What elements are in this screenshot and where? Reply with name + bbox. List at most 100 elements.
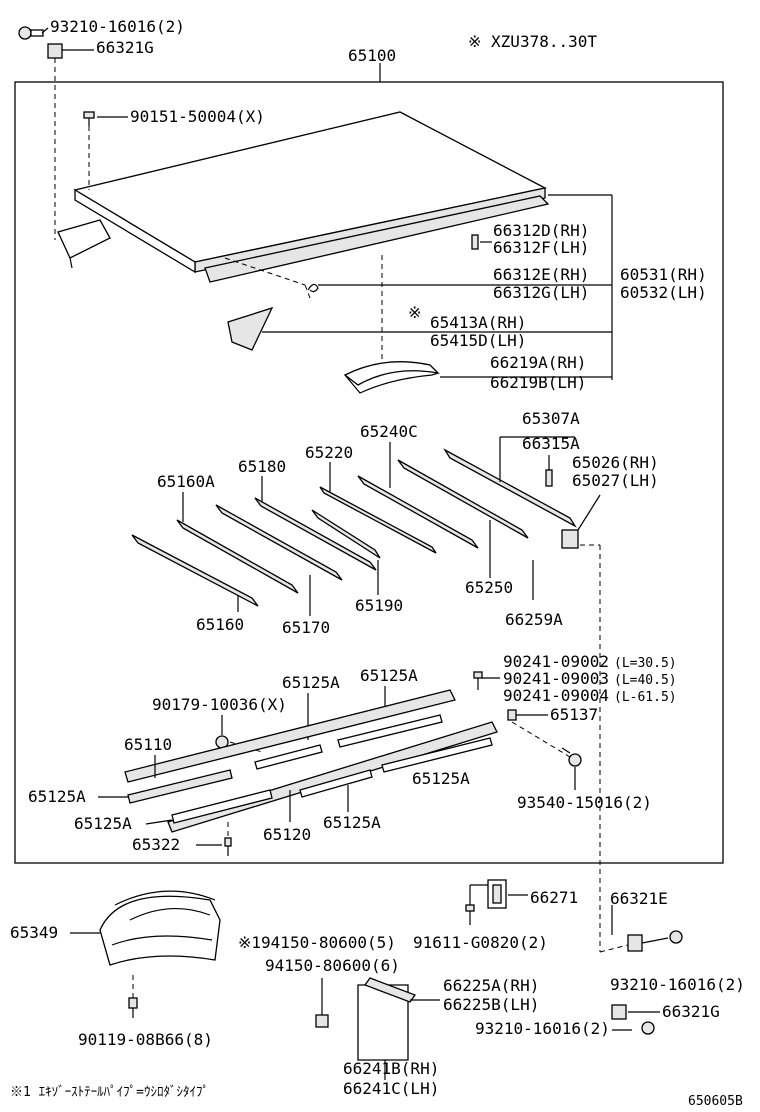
crossmember-65250 xyxy=(397,459,529,539)
label-66312d: 66312D(RH) xyxy=(493,221,589,240)
crossmember-65307a xyxy=(443,448,577,528)
pad-strip-b xyxy=(337,714,443,748)
rail-65110-lower xyxy=(127,769,233,804)
label-66225a: 66225A(RH) xyxy=(443,976,539,995)
diagram-code: 650605B xyxy=(688,1094,743,1109)
crossmember-65160 xyxy=(131,534,259,607)
bolt-66315a-icon xyxy=(545,469,553,487)
label-65125a-1: 65125A xyxy=(282,673,340,692)
label-90241-1: 90241-09002 xyxy=(503,652,609,671)
label-65120: 65120 xyxy=(263,825,311,844)
rail-65110 xyxy=(124,689,456,783)
nut-94150-icon xyxy=(315,1014,329,1028)
label-65160: 65160 xyxy=(196,615,244,634)
clip-hook-icon xyxy=(307,283,319,293)
label-93210-16016-top: 93210-16016(2) xyxy=(50,17,185,36)
label-66312g: 66312G(LH) xyxy=(493,283,589,302)
label-94150-80600-a: ※194150-80600(5) xyxy=(238,933,396,952)
label-65110: 65110 xyxy=(124,735,172,754)
label-66312f: 66312F(LH) xyxy=(493,238,589,257)
footnote: ※1 ｴｷｿﾞｰｽﾄﾃｰﾙﾊﾟｲﾌﾟ=ｳｼﾛﾀﾞｼﾀｲﾌﾟ xyxy=(10,1085,209,1100)
assembly-number: 65100 xyxy=(348,46,396,65)
bracket-66271 xyxy=(487,879,507,909)
label-65413a: 65413A(RH) xyxy=(430,313,526,332)
corner-bracket xyxy=(227,306,274,351)
crossmember-65170 xyxy=(215,504,343,581)
bolt-icon xyxy=(18,26,44,40)
label-66219b: 66219B(LH) xyxy=(490,373,586,392)
rail-65120-lower xyxy=(171,789,273,824)
crossmember-65240c xyxy=(357,475,479,549)
label-65027: 65027(LH) xyxy=(572,471,659,490)
nut-icon xyxy=(47,43,63,59)
label-65125a-6: 65125A xyxy=(323,813,381,832)
mudflap xyxy=(357,977,417,1061)
label-65307a: 65307A xyxy=(522,409,580,428)
label-66271: 66271 xyxy=(530,888,578,907)
pin-65322-icon xyxy=(224,837,232,856)
label-65220: 65220 xyxy=(305,443,353,462)
bracket-65026-icon xyxy=(561,529,579,549)
crossmember-65160a xyxy=(176,519,299,594)
support-frame xyxy=(343,361,440,394)
bolt-91611-icon xyxy=(465,904,475,925)
label-65026: 65026(RH) xyxy=(572,453,659,472)
label-66312e: 66312E(RH) xyxy=(493,265,589,284)
label-90241-3-length: (L-61.5) xyxy=(614,690,677,705)
nut-66321g-bottom-icon xyxy=(611,1004,627,1020)
bolt-93210-bottom-icon xyxy=(641,1021,655,1035)
label-65125a-5: 65125A xyxy=(74,814,132,833)
label-91611-g0820: 91611-G0820(2) xyxy=(413,933,548,952)
label-90241-1-length: (L=30.5) xyxy=(614,656,677,671)
clip-65137-icon xyxy=(507,709,517,721)
label-94150-80600-b: 94150-80600(6) xyxy=(265,956,400,975)
label-93210-16016-mid: 93210-16016(2) xyxy=(610,975,745,994)
label-66321e: 66321E xyxy=(610,889,668,908)
label-65322: 65322 xyxy=(132,835,180,854)
label-90151-50004: 90151-50004(X) xyxy=(130,107,265,126)
bolt-90119-icon xyxy=(128,997,138,1018)
label-66225b: 66225B(LH) xyxy=(443,995,539,1014)
model-note: ※ XZU378..30T xyxy=(468,32,597,51)
label-66241b: 66241B(RH) xyxy=(343,1059,439,1078)
label-93210-16016-bottom: 93210-16016(2) xyxy=(475,1019,610,1038)
bolt-93210-mid-icon xyxy=(669,930,683,944)
hinge-bracket xyxy=(57,219,111,259)
crossmember-65180 xyxy=(254,497,377,571)
label-65160a: 65160A xyxy=(157,472,215,491)
label-65125a-4: 65125A xyxy=(412,769,470,788)
label-90179-10036: 90179-10036(X) xyxy=(152,695,287,714)
side-rail-strip xyxy=(204,195,550,283)
label-66219a: 66219A(RH) xyxy=(490,353,586,372)
label-60532: 60532(LH) xyxy=(620,283,707,302)
bolt-93540-icon xyxy=(561,747,582,767)
label-65170: 65170 xyxy=(282,618,330,637)
crossmember-65220 xyxy=(319,486,437,554)
label-65240c: 65240C xyxy=(360,422,418,441)
bolt-90241-icon xyxy=(473,671,483,690)
label-65250: 65250 xyxy=(465,578,513,597)
label-65190: 65190 xyxy=(355,596,403,615)
nut-66321e-icon xyxy=(627,934,643,952)
clip-icon xyxy=(471,234,479,250)
pad-strip-a xyxy=(254,744,323,770)
label-90119-08b66: 90119-08B66(8) xyxy=(78,1030,213,1049)
label-66321g-top: 66321G xyxy=(96,38,154,57)
mudguard xyxy=(99,890,221,966)
label-65349: 65349 xyxy=(10,923,58,942)
rail-65120 xyxy=(167,721,498,833)
label-65415d: 65415D(LH) xyxy=(430,331,526,350)
crossmember-65190 xyxy=(311,509,381,559)
label-90241-3: 90241-09004 xyxy=(503,686,609,705)
label-65125a-3: 65125A xyxy=(28,787,86,806)
pad-strip-d xyxy=(381,737,493,773)
pad-strip-c xyxy=(299,769,373,798)
label-66241c: 66241C(LH) xyxy=(343,1079,439,1098)
label-65180: 65180 xyxy=(238,457,286,476)
label-90241-2-length: (L=40.5) xyxy=(614,673,677,688)
label-60531: 60531(RH) xyxy=(620,265,707,284)
label-93540-15016: 93540-15016(2) xyxy=(517,793,652,812)
label-65413-mark: ※ xyxy=(408,303,421,322)
label-66321g-bottom: 66321G xyxy=(662,1002,720,1021)
